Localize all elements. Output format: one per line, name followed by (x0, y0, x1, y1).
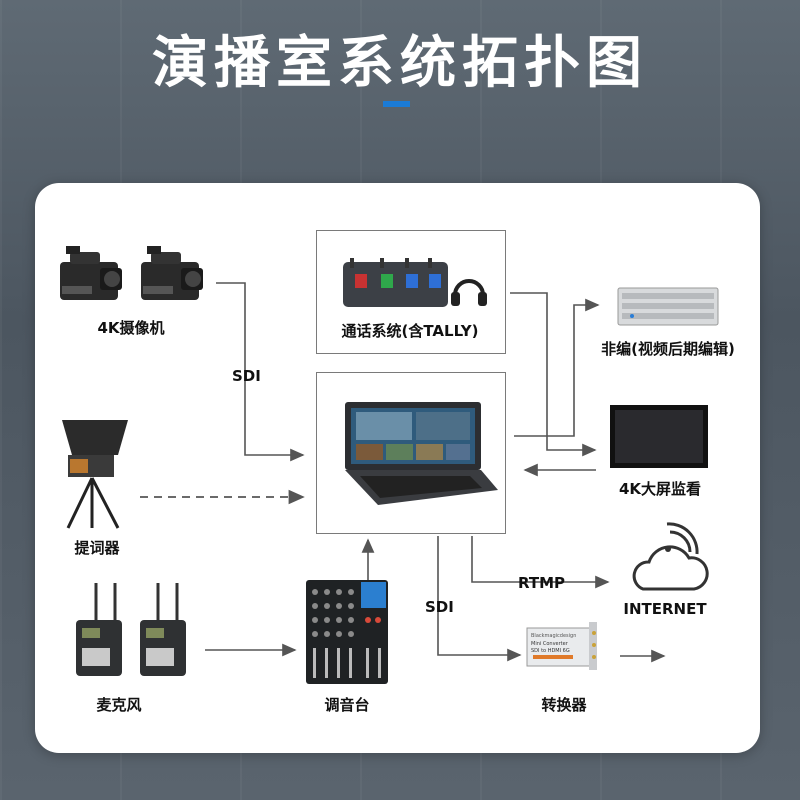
label-monitor: 4K大屏监看 (618, 480, 702, 498)
label-teleprompter: 提词器 (74, 539, 120, 557)
label-mixer: 调音台 (324, 696, 370, 714)
intercom-device-icon (343, 258, 487, 307)
label-microphone: 麦克风 (96, 696, 142, 714)
switcher-icon (345, 402, 498, 505)
label-nle: 非编(视频后期编辑) (601, 340, 735, 358)
label-intercom: 通话系统(含TALLY) (341, 322, 479, 340)
microphone-receiver-icon (76, 583, 122, 676)
teleprompter-icon (62, 420, 128, 529)
page-title: 演播室系统拓扑图 (152, 31, 648, 96)
camera-icon (60, 246, 122, 300)
link-intercom-monitor (510, 292, 597, 457)
link-camera-switcher (216, 282, 305, 462)
label-converter: 转换器 (541, 696, 587, 714)
label-internet: INTERNET (623, 600, 707, 618)
converter-icon: Blackmagicdesign Mini Converter SDI to H… (526, 622, 597, 670)
converter-name: Mini Converter (531, 641, 569, 647)
link-label-rtmp: RTMP (518, 574, 566, 592)
wifi-icon (665, 522, 699, 555)
mixer-icon (306, 580, 388, 684)
microphone-receiver-icon (140, 583, 186, 676)
link-label-sdi-camera: SDI (232, 367, 261, 385)
link-switcher-converter (437, 536, 522, 662)
link-switcher-nle (514, 298, 600, 437)
monitor-icon (610, 405, 708, 468)
link-switcher-internet (471, 536, 610, 589)
cloud-icon (632, 545, 709, 591)
converter-brand: Blackmagicdesign (531, 633, 576, 639)
title-accent-bar (383, 101, 410, 107)
nle-server-icon (617, 287, 719, 326)
converter-model: SDI to HDMI 6G (531, 648, 570, 654)
link-label-sdi-out: SDI (425, 598, 454, 616)
label-camera: 4K摄像机 (97, 319, 165, 337)
camera-icon (141, 246, 203, 300)
